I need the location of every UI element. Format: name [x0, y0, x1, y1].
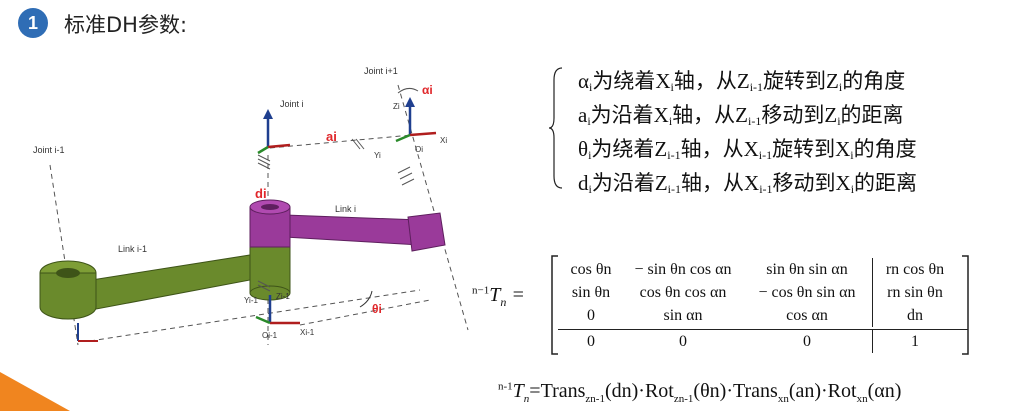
frame-i-plus-1-axes	[395, 87, 437, 143]
transform-formula: n-1Tn=Transzn-1(dn)·Rotzn-1(θn)·Transxn(…	[498, 380, 902, 405]
decorative-corner	[0, 372, 70, 411]
common-normal-upper	[269, 134, 413, 149]
label-alpha-i: αi	[422, 83, 433, 97]
label-joint-i: Joint i	[280, 99, 304, 109]
label-ai: ai	[326, 129, 337, 144]
dh-parameter-definitions: αi为绕着Xi轴，从Zi-1旋转到Zi的角度 ai为沿着Xi轴，从Zi-1移动到…	[578, 64, 1018, 200]
definition-a: ai为沿着Xi轴，从Zi-1移动到Zi的距离	[578, 103, 904, 128]
label-joint-i-plus-1: Joint i+1	[364, 66, 398, 76]
frame-i-axes	[257, 109, 291, 155]
label-joint-i-minus-1: Joint i-1	[33, 145, 65, 155]
label-link-i: Link i	[335, 204, 356, 214]
label-link-i-minus-1: Link i-1	[118, 244, 147, 254]
dh-parameter-diagram: Joint i-1 Joint i Joint i+1 Link i-1 Lin…	[33, 66, 469, 346]
label-zi-minus-1: Zi-1	[276, 292, 290, 301]
label-theta-i: θi	[372, 302, 382, 316]
link-i-minus-1-body	[39, 244, 291, 320]
link-i-body	[249, 199, 446, 252]
label-oi-minus-1: Oi-1	[262, 331, 278, 340]
label-xi-minus-1: Xi-1	[300, 328, 315, 337]
label-yi: Yi	[374, 151, 381, 160]
frame-i-minus-1-axes	[255, 295, 300, 325]
frame-base-axes	[77, 323, 98, 342]
common-normal-lower	[89, 289, 421, 342]
step-number-badge: 1	[18, 8, 48, 38]
label-yi-minus-1: Yi-1	[244, 296, 258, 305]
matrix-lhs: n−1Tn =	[472, 284, 525, 309]
xi-extension	[299, 299, 431, 326]
definition-alpha: αi为绕着Xi轴，从Zi-1旋转到Zi的角度	[578, 69, 906, 94]
hatch-marks	[257, 138, 415, 292]
definition-d: di为沿着Zi-1轴，从Xi-1移动到Xi的距离	[578, 171, 918, 196]
left-brace	[548, 67, 563, 189]
joint-axis-i-plus-1	[397, 84, 469, 331]
label-xi: Xi	[440, 136, 447, 145]
label-oi: Oi	[415, 145, 423, 154]
theta-arc	[359, 290, 373, 308]
matrix-brackets	[551, 255, 969, 355]
joint-axis-i-minus-1	[49, 164, 79, 346]
label-di: di	[255, 186, 267, 201]
label-zi: Zi	[393, 102, 400, 111]
section-title: 标准DH参数:	[64, 13, 188, 37]
definition-theta: θi为绕着Zi-1轴，从Xi-1旋转到Xi的角度	[578, 137, 917, 162]
